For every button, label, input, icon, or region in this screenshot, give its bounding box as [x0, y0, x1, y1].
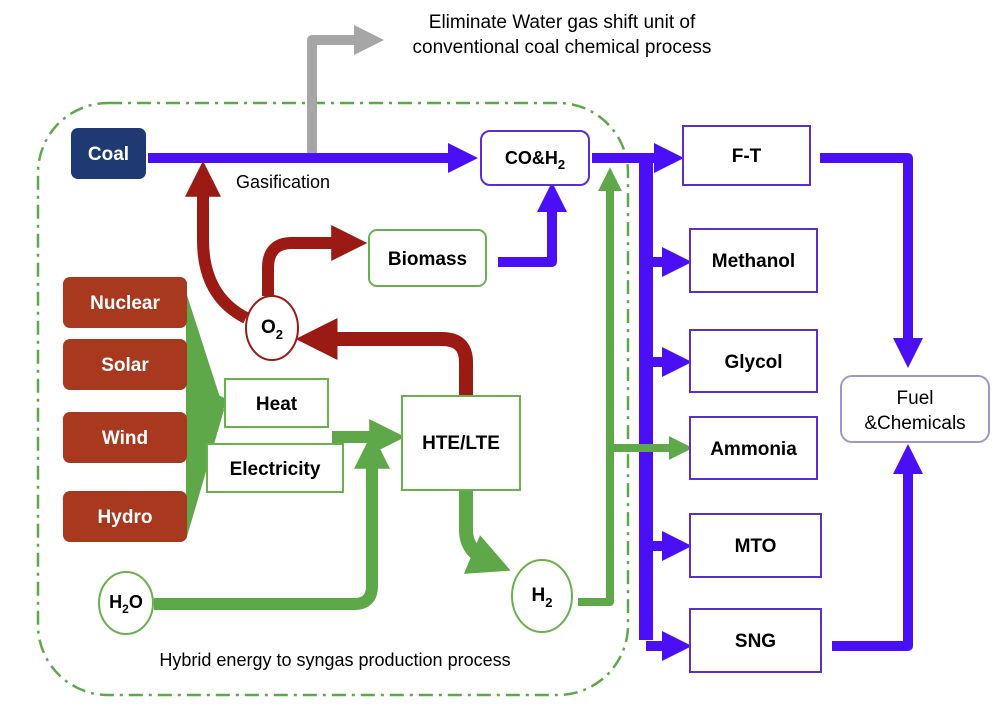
eliminate-wgs-arrow: [307, 25, 385, 158]
mto-node: MTO: [689, 513, 822, 578]
oxygen-node: O2: [245, 295, 299, 361]
svg-text:SNG: SNG: [735, 631, 776, 652]
glycol-node: Glycol: [689, 329, 818, 393]
svg-text:MTO: MTO: [735, 536, 777, 557]
svg-text:Wind: Wind: [102, 428, 148, 449]
svg-text:Glycol: Glycol: [724, 352, 782, 373]
coal-node: Coal: [71, 128, 146, 179]
svg-text:Hydro: Hydro: [98, 507, 153, 528]
gasification-label: Gasification: [236, 172, 330, 192]
ammonia-node: Ammonia: [689, 416, 818, 480]
eliminate-wgs-label-line1: Eliminate Water gas shift unit of: [429, 12, 696, 33]
svg-text:HTE/LTE: HTE/LTE: [422, 433, 500, 454]
ft-node: F-T: [682, 125, 811, 186]
svg-text:F-T: F-T: [732, 146, 762, 167]
hybrid-region-boundary: [36, 101, 630, 697]
o2-to-biomass-arrow: [262, 225, 368, 296]
svg-text:Ammonia: Ammonia: [710, 439, 797, 460]
ft-to-fuel-arrow: [820, 153, 923, 369]
hybrid-region-label: Hybrid energy to syngas production proce…: [159, 650, 510, 670]
biomass-to-syngas-arrow: [498, 181, 567, 267]
svg-text:CO&H2: CO&H2: [505, 148, 565, 172]
electricity-node: Electricity: [206, 443, 344, 493]
svg-text:Methanol: Methanol: [712, 251, 795, 272]
eliminate-wgs-label-line2: conventional coal chemical process: [413, 37, 712, 58]
water-node: H2O: [98, 571, 154, 635]
renewables-funnel: [186, 292, 224, 540]
svg-text:Electricity: Electricity: [230, 459, 321, 480]
electrolysis-to-h2-arrow: [459, 490, 511, 574]
svg-text:Nuclear: Nuclear: [90, 293, 160, 314]
h2-to-syngas-line-arrow: [578, 167, 622, 606]
svg-text:O2: O2: [261, 317, 283, 342]
fuel-chemicals-node: Fuel &Chemicals: [840, 375, 990, 443]
svg-text:Solar: Solar: [101, 355, 149, 376]
svg-text:H2O: H2O: [109, 592, 143, 616]
methanol-node: Methanol: [689, 228, 818, 293]
svg-text:&Chemicals: &Chemicals: [864, 413, 965, 434]
biomass-node: Biomass: [368, 229, 487, 287]
hydrogen-node: H2: [511, 559, 573, 633]
electrolysis-to-o2-arrow: [295, 318, 473, 396]
wind-node: Wind: [63, 412, 187, 463]
heat-node: Heat: [224, 378, 329, 428]
syngas-node: CO&H2: [480, 130, 590, 186]
electrolysis-node: HTE/LTE: [401, 395, 521, 491]
sng-node: SNG: [689, 608, 822, 673]
svg-text:Coal: Coal: [88, 144, 129, 165]
nuclear-node: Nuclear: [63, 277, 187, 328]
svg-text:Fuel: Fuel: [897, 388, 934, 409]
svg-text:H2: H2: [532, 585, 553, 610]
sng-to-fuel-arrow: [832, 443, 923, 651]
solar-node: Solar: [63, 339, 187, 390]
svg-text:Heat: Heat: [256, 394, 298, 415]
o2-to-gasification-arrow: [185, 160, 249, 324]
hydro-node: Hydro: [63, 491, 187, 542]
svg-text:Biomass: Biomass: [388, 249, 467, 270]
water-to-electrolysis-arrow: [154, 432, 390, 610]
